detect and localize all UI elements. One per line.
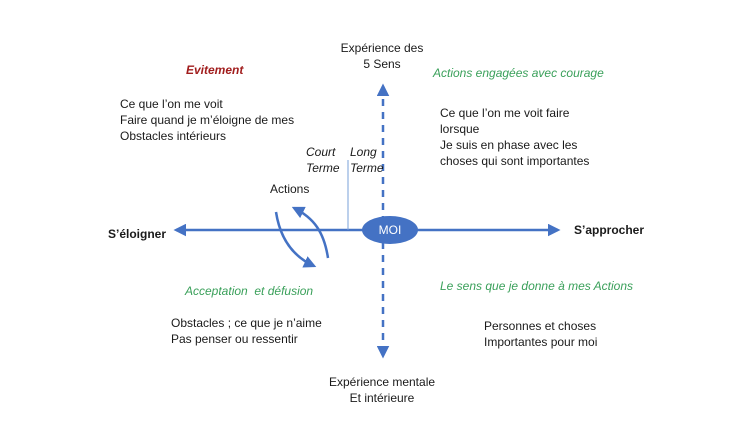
quadrant-top-right-title: Actions engagées avec courage	[433, 66, 604, 80]
quadrant-bottom-right-body: Personnes et choses Importantes pour moi	[484, 319, 598, 349]
quadrant-bottom-right-title: Le sens que je donne à mes Actions	[440, 279, 634, 293]
center-node	[362, 216, 418, 244]
quadrant-top-right-body: Ce que l’on me voit faire lorsque Je sui…	[440, 106, 590, 168]
quadrant-top-left-body: Ce que l’on me voit Faire quand je m’élo…	[120, 97, 295, 143]
bottom-axis-label: Expérience mentale Et intérieure	[328, 375, 436, 405]
quadrant-top-left-title: Evitement	[186, 63, 244, 77]
left-axis-label: S’éloigner	[108, 227, 167, 241]
quadrant-bottom-left-title: Acceptation et défusion	[185, 284, 314, 298]
long-term-label: Long Terme	[350, 145, 384, 175]
top-axis-label: Expérience des 5 Sens	[340, 41, 424, 71]
curved-arrow-down-icon	[274, 211, 317, 268]
actions-label: Actions	[270, 182, 310, 196]
center-label: MOI	[378, 223, 402, 237]
short-term-label: Court Terme	[306, 145, 340, 175]
right-axis-label: S’approcher	[574, 223, 645, 237]
quadrant-bottom-left-body: Obstacles ; ce que je n’aime Pas penser …	[171, 316, 322, 346]
curved-arrow-up-icon	[291, 206, 330, 259]
